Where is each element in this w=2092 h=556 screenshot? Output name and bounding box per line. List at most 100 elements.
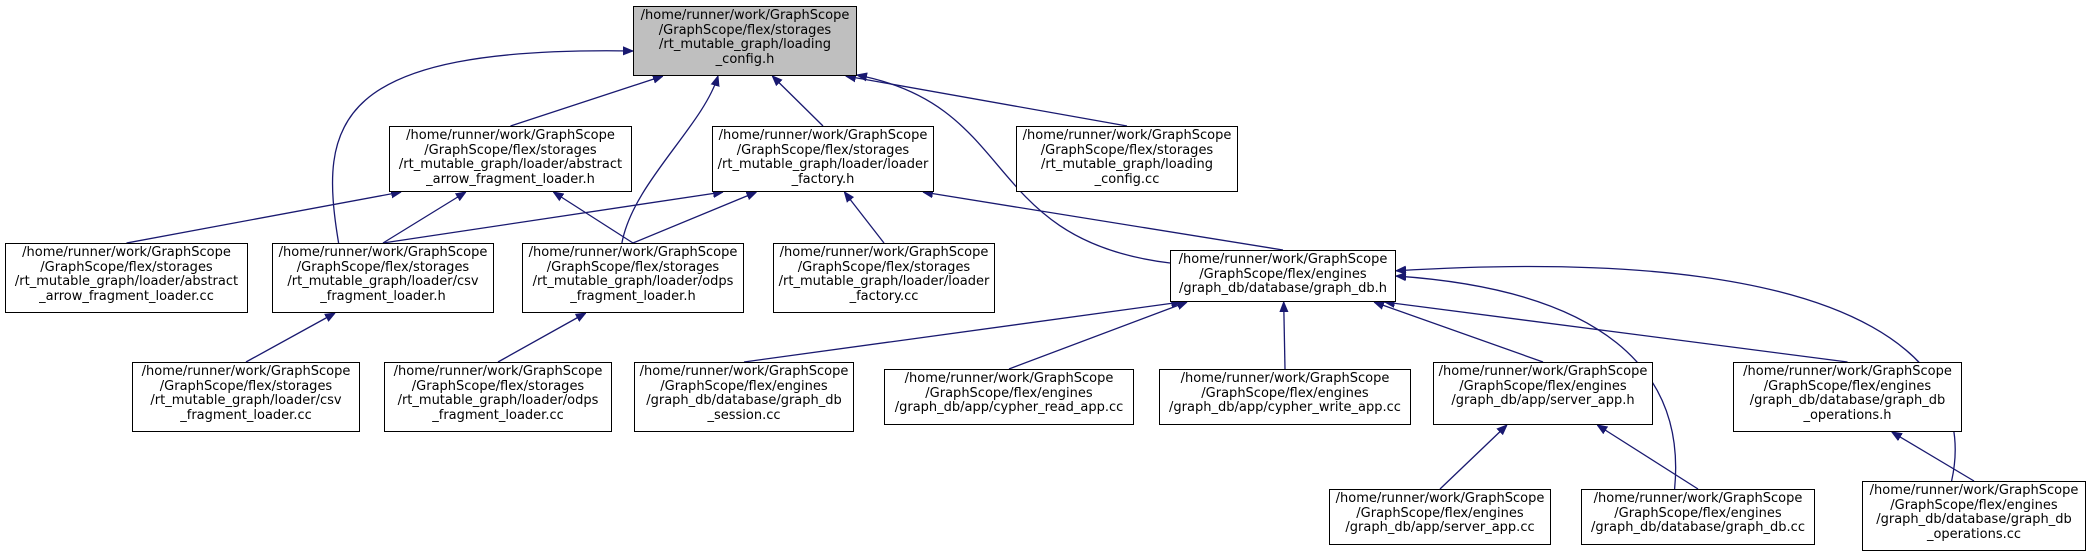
node-line: /GraphScope/flex/storages bbox=[40, 259, 213, 275]
node-line: /home/runner/work/GraphScope bbox=[1180, 371, 1390, 386]
node-line: _fragment_loader.h bbox=[320, 288, 446, 304]
node-graph-db-operations-h[interactable]: /home/runner/work/GraphScope /GraphScope… bbox=[1733, 362, 1962, 432]
dependency-edge bbox=[245, 313, 335, 363]
node-line: /home/runner/work/GraphScope bbox=[1335, 491, 1545, 506]
node-line: _fragment_loader.cc bbox=[180, 407, 312, 423]
node-line: /GraphScope/flex/storages bbox=[658, 22, 832, 38]
node-line: _config.cc bbox=[1094, 171, 1160, 187]
node-line: /home/runner/work/GraphScope bbox=[1022, 128, 1232, 143]
node-line: /rt_mutable_graph/loader/odps bbox=[532, 274, 734, 290]
node-line: /home/runner/work/GraphScope bbox=[22, 245, 231, 260]
dependency-edge bbox=[844, 192, 885, 244]
dependency-edge bbox=[1374, 302, 1544, 363]
node-odps-fragment-loader-h[interactable]: /home/runner/work/GraphScope /GraphScope… bbox=[522, 243, 744, 313]
node-line: /rt_mutable_graph/loader/loader bbox=[717, 157, 929, 173]
node-line: /graph_db/app/cypher_write_app.cc bbox=[1169, 400, 1401, 416]
node-server-app-h[interactable]: /home/runner/work/GraphScope /GraphScope… bbox=[1433, 362, 1653, 425]
node-line: /graph_db/database/graph_db bbox=[646, 393, 842, 409]
node-graph-db-session-cc[interactable]: /home/runner/work/GraphScope /GraphScope… bbox=[634, 362, 854, 432]
node-line: _operations.cc bbox=[1926, 526, 2022, 542]
edge-layer bbox=[126, 51, 1975, 490]
node-line: _factory.h bbox=[791, 171, 855, 187]
node-line: /graph_db/database/graph_db.h bbox=[1179, 281, 1387, 297]
dependency-edge bbox=[1439, 425, 1507, 490]
node-line: /home/runner/work/GraphScope bbox=[406, 128, 615, 143]
node-loader-factory-h[interactable]: /home/runner/work/GraphScope /GraphScope… bbox=[712, 126, 934, 192]
node-line: /GraphScope/flex/storages bbox=[159, 378, 333, 394]
node-line: /graph_db/app/server_app.h bbox=[1451, 393, 1635, 409]
node-line: /GraphScope/flex/engines bbox=[925, 385, 1093, 401]
node-server-app-cc[interactable]: /home/runner/work/GraphScope /GraphScope… bbox=[1329, 489, 1551, 545]
node-line: /rt_mutable_graph/loader/csv bbox=[150, 393, 342, 409]
node-line: /graph_db/app/cypher_read_app.cc bbox=[894, 400, 1124, 416]
node-line: /graph_db/database/graph_db.cc bbox=[1591, 520, 1805, 536]
dependency-edge bbox=[126, 192, 402, 244]
dependency-edge bbox=[1597, 425, 1699, 490]
node-line: /home/runner/work/GraphScope bbox=[640, 8, 850, 23]
node-line: /rt_mutable_graph/loader/csv bbox=[287, 274, 479, 290]
node-line: /GraphScope/flex/engines bbox=[1890, 497, 2058, 513]
node-csv-fragment-loader-h[interactable]: /home/runner/work/GraphScope /GraphScope… bbox=[272, 243, 494, 313]
node-line: /GraphScope/flex/storages bbox=[797, 259, 971, 275]
node-line: /home/runner/work/GraphScope bbox=[141, 364, 351, 379]
node-line: _factory.cc bbox=[849, 288, 919, 304]
node-line: /home/runner/work/GraphScope bbox=[393, 364, 603, 379]
node-line: /GraphScope/flex/engines bbox=[1763, 378, 1932, 394]
node-graph-db-operations-cc[interactable]: /home/runner/work/GraphScope /GraphScope… bbox=[1862, 481, 2086, 551]
dependency-edge bbox=[743, 302, 1181, 363]
node-line: /home/runner/work/GraphScope bbox=[1178, 252, 1388, 267]
dependency-edge bbox=[1008, 302, 1187, 370]
node-abstract-arrow-fragment-loader-h[interactable]: /home/runner/work/GraphScope /GraphScope… bbox=[389, 126, 632, 192]
node-line: /home/runner/work/GraphScope bbox=[779, 245, 989, 260]
node-line: _fragment_loader.cc bbox=[432, 407, 564, 423]
node-line: _arrow_fragment_loader.h bbox=[426, 171, 595, 187]
node-odps-fragment-loader-cc[interactable]: /home/runner/work/GraphScope /GraphScope… bbox=[384, 362, 612, 432]
node-line: /GraphScope/flex/engines bbox=[1614, 505, 1782, 521]
dependency-edge bbox=[510, 76, 663, 127]
node-line: /graph_db/database/graph_db bbox=[1749, 393, 1946, 409]
dependency-edge bbox=[1396, 276, 1677, 490]
dependency-edge bbox=[857, 75, 1171, 264]
dependency-edge bbox=[923, 192, 1284, 251]
dependency-edge bbox=[382, 192, 723, 244]
dependency-edge bbox=[1385, 302, 1848, 363]
node-line: _config.h bbox=[715, 51, 775, 67]
dependency-edge bbox=[553, 192, 634, 244]
node-cypher-write-app-cc[interactable]: /home/runner/work/GraphScope /GraphScope… bbox=[1159, 369, 1411, 425]
node-line: /rt_mutable_graph/loading bbox=[1041, 157, 1213, 173]
dependency-edge bbox=[1284, 302, 1285, 370]
node-graph-db-cc[interactable]: /home/runner/work/GraphScope /GraphScope… bbox=[1581, 489, 1815, 545]
dependency-edge bbox=[632, 191, 757, 244]
dependency-edge bbox=[621, 76, 718, 244]
node-line: /GraphScope/flex/engines bbox=[1199, 266, 1367, 282]
node-line: /GraphScope/flex/engines bbox=[1201, 385, 1369, 401]
dependency-edge bbox=[331, 51, 633, 244]
node-line: /rt_mutable_graph/loader/abstract bbox=[398, 157, 623, 173]
node-loader-factory-cc[interactable]: /home/runner/work/GraphScope /GraphScope… bbox=[773, 243, 995, 313]
dependency-edge bbox=[497, 313, 586, 363]
node-cypher-read-app-cc[interactable]: /home/runner/work/GraphScope /GraphScope… bbox=[884, 369, 1134, 425]
node-line: /rt_mutable_graph/loader/loader bbox=[778, 274, 990, 290]
node-line: /home/runner/work/GraphScope bbox=[1743, 364, 1952, 379]
dependency-edge bbox=[1396, 266, 1956, 482]
node-line: /graph_db/database/graph_db bbox=[1876, 512, 2072, 528]
node-line: /GraphScope/flex/engines bbox=[1459, 378, 1627, 394]
node-graph-db-h[interactable]: /home/runner/work/GraphScope /GraphScope… bbox=[1170, 250, 1396, 302]
node-loading-config-cc[interactable]: /home/runner/work/GraphScope /GraphScope… bbox=[1016, 126, 1238, 192]
dependency-edge bbox=[1892, 432, 1975, 482]
node-line: /GraphScope/flex/storages bbox=[1040, 142, 1214, 158]
node-line: /home/runner/work/GraphScope bbox=[904, 371, 1114, 386]
node-line: /home/runner/work/GraphScope bbox=[1593, 491, 1803, 506]
node-line: /home/runner/work/GraphScope bbox=[639, 364, 849, 379]
node-line: /GraphScope/flex/storages bbox=[424, 142, 597, 158]
node-line: /home/runner/work/GraphScope bbox=[718, 128, 928, 143]
node-line: /rt_mutable_graph/loader/odps bbox=[397, 393, 599, 409]
node-csv-fragment-loader-cc[interactable]: /home/runner/work/GraphScope /GraphScope… bbox=[132, 362, 360, 432]
node-abstract-arrow-fragment-loader-cc[interactable]: /home/runner/work/GraphScope /GraphScope… bbox=[5, 243, 248, 313]
node-line: /GraphScope/flex/engines bbox=[660, 378, 828, 394]
node-line: /GraphScope/flex/engines bbox=[1356, 505, 1524, 521]
node-line: /GraphScope/flex/storages bbox=[411, 378, 585, 394]
node-line: _fragment_loader.h bbox=[570, 288, 696, 304]
node-line: /GraphScope/flex/storages bbox=[546, 259, 720, 275]
